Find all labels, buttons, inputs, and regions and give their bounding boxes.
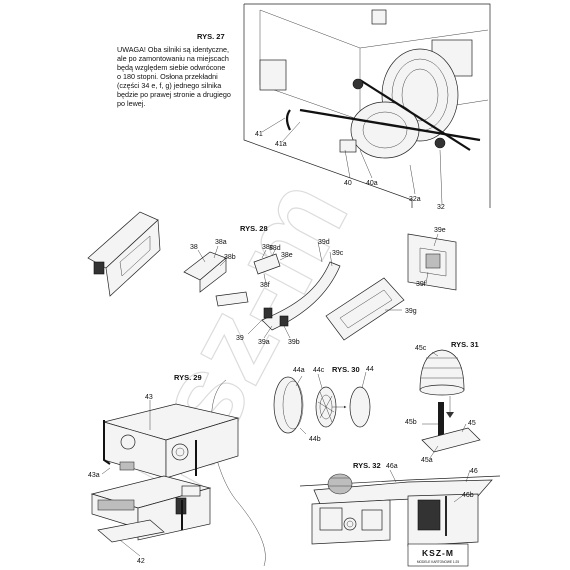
part-label: 44c	[313, 367, 325, 374]
part-label: 43a	[88, 472, 100, 479]
part-label: 46a	[386, 463, 398, 470]
part-label: 38f	[260, 282, 270, 289]
rys27-note-line: po lewej.	[117, 99, 145, 108]
part-label: 41	[255, 131, 263, 138]
part-label: 40	[344, 180, 352, 187]
part-label: 40a	[366, 180, 378, 187]
part-label: 45b	[405, 419, 417, 426]
part-label: 38d	[269, 245, 281, 252]
rys27-note: UWAGA! Oba silniki są identyczne, ale po…	[117, 45, 231, 108]
part-label: 42	[137, 558, 145, 565]
rys28-title: RYS. 28	[240, 224, 268, 233]
part-label: 45	[468, 420, 476, 427]
logo-subtitle: MODELE KARTONOWE 1:25	[417, 560, 459, 564]
part-label: 39d	[318, 239, 330, 246]
part-label: 39e	[434, 227, 446, 234]
part-label: 44a	[293, 367, 305, 374]
figure-rys27: RYS. 27 UWAGA! Oba silniki są identyczne…	[117, 3, 491, 211]
figure-rys32: RYS. 32 46a 46 46b	[299, 461, 501, 547]
rys27-note-line: ale po zamontowaniu na miejscach	[117, 54, 229, 63]
part-label: 39	[236, 335, 244, 342]
figure-rys30: RYS. 30 44a 44c 44 44b	[273, 365, 374, 443]
rys32-title: RYS. 32	[353, 461, 381, 470]
rys27-note-line: o 180 stopni. Osłona przekładni	[117, 72, 218, 81]
part-label: 41a	[275, 141, 287, 148]
part-label: 39c	[332, 250, 344, 257]
part-label: 44b	[309, 436, 321, 443]
part-label: 32	[437, 204, 445, 211]
part-label: 39f	[416, 281, 426, 288]
rys27-note-line: (części 34 e, f, g) jednego silnika	[117, 81, 221, 90]
part-label: 44	[366, 366, 374, 373]
part-label: 39b	[288, 339, 300, 346]
part-label: 39a	[258, 339, 270, 346]
part-label: 38e	[281, 252, 293, 259]
part-label: 38	[190, 244, 198, 251]
part-label: 32a	[409, 196, 421, 203]
part-label: 45c	[415, 345, 427, 352]
rys27-note-line: będą względem siebie odwrócone	[117, 63, 225, 72]
part-label: 46	[470, 468, 478, 475]
part-label: 43	[145, 394, 153, 401]
part-label: 38a	[215, 239, 227, 246]
part-label: 38b	[224, 254, 236, 261]
part-label: 39g	[405, 308, 417, 315]
logo-text: KSZ-M	[422, 548, 454, 558]
part-label: 46b	[462, 492, 474, 499]
figure-rys31: RYS. 31 45c 45b 45 45a	[405, 340, 481, 464]
part-label: 38c	[262, 244, 274, 251]
rys29-title: RYS. 29	[174, 373, 202, 382]
rys27-note-line: UWAGA! Oba silniki są identyczne,	[117, 45, 229, 54]
rys27-note-line: będzie po prawej stronie a drugiego	[117, 90, 231, 99]
publisher-logo: KSZ-M MODELE KARTONOWE 1:25	[407, 543, 469, 567]
rys31-title: RYS. 31	[451, 340, 479, 349]
figure-rys29: RYS. 29 43 43a 42	[88, 373, 266, 567]
figure-rys28: RYS. 28 38 38a 38b 38c 38d 38e 38f 39d 3…	[87, 211, 457, 346]
rys27-title: RYS. 27	[197, 32, 225, 41]
rys30-title: RYS. 30	[332, 365, 360, 374]
part-label: 45a	[421, 457, 433, 464]
